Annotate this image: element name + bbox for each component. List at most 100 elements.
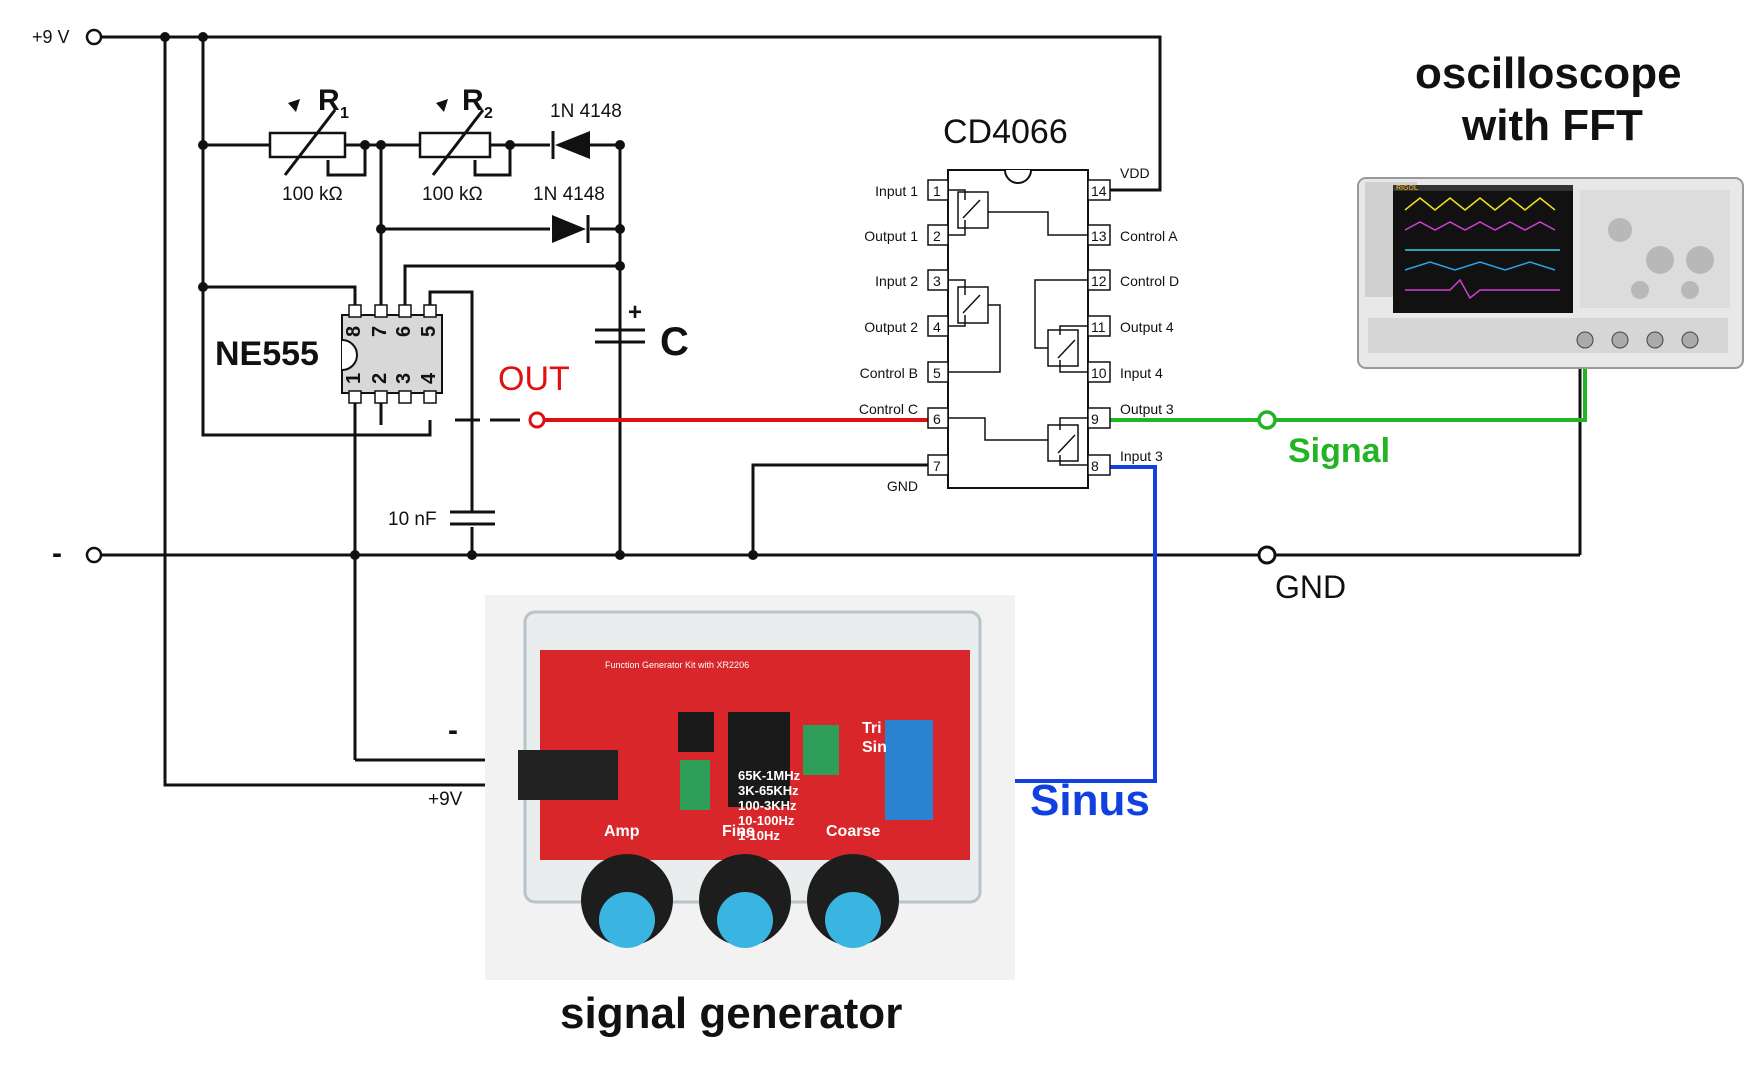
oscilloscope-title-2: with FFT [1461,101,1643,150]
ne555-pin-8 [348,304,362,318]
r2-name: R [462,84,484,117]
capacitor-10nf: 10 nF [388,509,495,530]
signal-terminal [1257,410,1277,430]
ne555-pin-2 [374,390,388,404]
amp-knob[interactable] [581,854,673,948]
cd4066-pin-name-12: Control D [1120,273,1179,289]
generator-title: signal generator [560,989,902,1038]
cd4066-pin-num-1: 1 [933,183,941,199]
cd4066-pin-num-9: 9 [1091,411,1099,427]
ne555-pin-3 [398,390,412,404]
generator-knob-amp-label: Amp [604,823,640,840]
diode-2-label: 1N 4148 [533,184,605,205]
cd4066-wires [751,463,928,555]
signal-label: Signal [1288,432,1390,470]
cd4066-pin-name-5: Control B [860,365,918,381]
cd4066-pin-num-12: 12 [1091,273,1107,289]
ne555-pin-label-8: 8 [343,326,365,337]
generator-knob-fine-label: Fine [722,823,755,840]
ne555-pin-label-4: 4 [418,372,440,384]
ne555-pin-4 [423,390,437,404]
ne555-pin-label-2: 2 [369,373,391,384]
cd4066-pin-num-5: 5 [933,365,941,381]
cd4066-pin-7 [927,454,949,476]
r1-name: R [318,84,340,117]
ne555-pin-label-6: 6 [393,326,415,337]
signal-generator: Function Generator Kit with XR2206 65K-1… [428,595,1015,1038]
cd4066-pin-name-1: Input 1 [875,183,918,199]
cd4066-pin-name-8: Input 3 [1120,448,1163,464]
ne555-pin-label-5: 5 [418,326,440,337]
generator-range-1: 3K-65KHz [738,783,799,798]
cd4066-pin-14 [1087,179,1111,201]
cd4066-pin-name-10: Input 4 [1120,365,1163,381]
out-terminal [528,411,546,429]
generator-minus-label: - [448,714,458,747]
cd4066-pin-num-7: 7 [933,458,941,474]
r2-sub: 2 [484,105,493,122]
generator-plus-label: +9V [428,789,463,810]
coarse-knob[interactable] [807,854,899,948]
cd4066-pin-name-14: VDD [1120,165,1150,181]
ne555-pin-label-3: 3 [393,373,415,384]
minus-label: - [52,537,62,570]
plus-9v-label: +9 V [32,27,70,47]
r1-value: 100 kΩ [282,184,343,205]
ne555-pin-7 [374,304,388,318]
cd4066-pin-name-9: Output 3 [1120,401,1174,417]
ne555-pin-label-7: 7 [369,326,391,337]
minus-terminal [85,546,103,564]
generator-wave-sin: Sin [862,739,887,756]
capacitor-c-label: C [660,320,689,364]
cd4066-pin-num-14: 14 [1091,183,1107,199]
cd4066-pin-num-3: 3 [933,273,941,289]
ne555-pin-5 [423,304,437,318]
cd4066-pin-num-2: 2 [933,228,941,244]
cd4066-title: CD4066 [943,113,1068,151]
plus-9v-terminal [85,28,103,46]
supply-wires [94,35,1582,787]
cd4066-pin-name-13: Control A [1120,228,1178,244]
cd4066-pin-name-2: Output 1 [864,228,918,244]
oscilloscope: oscilloscope with FFT RIGOL [1357,49,1744,369]
oscilloscope-title-1: oscilloscope [1415,49,1682,98]
r1-sub: 1 [340,105,349,122]
generator-knob-coarse-label: Coarse [826,823,880,840]
sinus-label: Sinus [1030,776,1150,825]
cd4066-pin-name-6: Control C [859,401,918,417]
ne555-label: NE555 [215,335,319,373]
cd4066-pin-name-4: Output 2 [864,319,918,335]
cd4066-pin-num-8: 8 [1091,458,1099,474]
gnd-terminal [1257,545,1277,565]
fine-knob[interactable] [699,854,791,948]
capacitor-10nf-label: 10 nF [388,509,437,530]
resistor-r1: R 1 100 kΩ [268,84,349,205]
ne555-pin-6 [398,304,412,318]
r2-value: 100 kΩ [422,184,483,205]
generator-wave-tri: Tri [862,720,882,737]
oscilloscope-brand: RIGOL [1396,185,1419,192]
resistor-r2: R 2 100 kΩ [418,84,493,205]
svg-text:+: + [628,299,642,326]
out-label: OUT [498,360,570,398]
generator-range-3: 10-100Hz [738,813,795,828]
cd4066-pin-num-11: 11 [1091,319,1106,335]
ne555-pin-1 [348,390,362,404]
cd4066-pin-name-7: GND [887,478,918,494]
junctions [160,32,758,560]
diode-1: 1N 4148 [550,101,622,159]
cd4066-pin-num-10: 10 [1091,365,1107,381]
cd4066-pin-num-13: 13 [1091,228,1107,244]
cd4066-pin-num-6: 6 [933,411,941,427]
ne555-pin-label-1: 1 [343,373,365,384]
capacitor-c: + C [595,299,689,364]
cd4066-pin-num-4: 4 [933,319,941,335]
generator-board-label: Function Generator Kit with XR2206 [605,660,749,670]
generator-range-2: 100-3KHz [738,798,797,813]
sinus-wire [945,465,1157,783]
cd4066-pin-name-3: Input 2 [875,273,918,289]
cd4066-pin-name-11: Output 4 [1120,319,1174,335]
